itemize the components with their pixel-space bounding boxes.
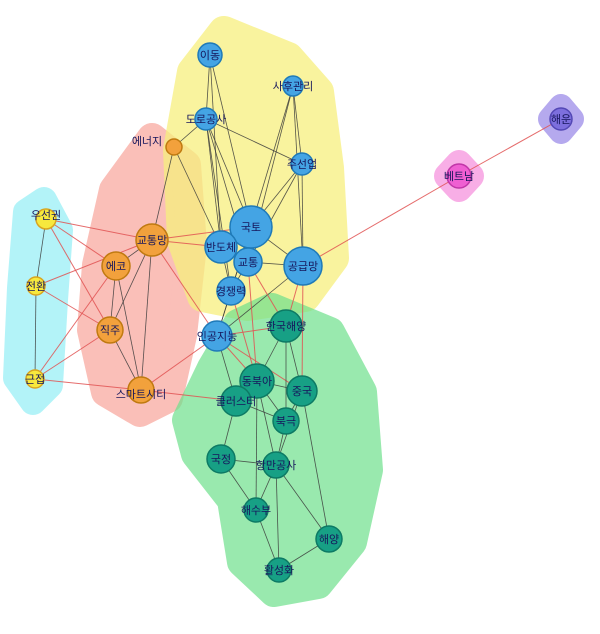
edge-useongwon-jeonhwan xyxy=(35,218,47,287)
node-juseoneop[interactable] xyxy=(290,152,314,176)
edge-gonggeupmang-vietnam xyxy=(302,175,460,267)
node-useongwon[interactable] xyxy=(35,208,57,230)
edge-eco-smartcity xyxy=(115,265,142,391)
node-jeonhwan[interactable] xyxy=(26,276,46,296)
node-hangukhaeyang[interactable] xyxy=(269,309,303,343)
edge-useongwon-gyotongmang xyxy=(45,218,153,241)
node-sahugwanri[interactable] xyxy=(282,75,304,97)
node-haeun[interactable] xyxy=(549,107,573,131)
node-eco[interactable] xyxy=(101,251,131,281)
node-dorogongsa[interactable] xyxy=(194,107,218,131)
edge-sahugwanri-juseoneop xyxy=(292,85,303,165)
edge-jeonhwan-gyotongmang xyxy=(35,239,153,287)
node-smartcity[interactable] xyxy=(127,376,155,404)
edge-smartcity-cluster xyxy=(140,389,237,402)
node-cluster[interactable] xyxy=(220,385,252,417)
node-vietnam[interactable] xyxy=(446,163,472,189)
edge-vietnam-haeun xyxy=(458,118,562,177)
node-hangmangongsa[interactable] xyxy=(262,451,290,479)
edge-sahugwanri-gukto xyxy=(250,85,294,228)
edge-energy-bandoche xyxy=(173,146,222,248)
edge-jeonhwan-geunjeop xyxy=(34,285,37,380)
edge-geunjeop-jikju xyxy=(34,329,111,380)
edge-useongwon-jikju xyxy=(45,218,111,331)
node-hwalseonghwa[interactable] xyxy=(266,557,292,583)
node-gyotong[interactable] xyxy=(233,247,263,277)
node-layer xyxy=(25,42,573,583)
edge-dorogongsa-juseoneop xyxy=(205,118,303,165)
edge-geunjeop-smartcity xyxy=(34,378,142,391)
node-haeyang[interactable] xyxy=(315,525,343,553)
node-idong[interactable] xyxy=(197,42,223,68)
edge-jeonhwan-jikju xyxy=(35,285,111,331)
node-jungguk[interactable] xyxy=(286,375,318,407)
edge-geunjeop-eco xyxy=(34,265,117,380)
edge-dorogongsa-bandoche xyxy=(205,118,222,248)
node-ingongjinung[interactable] xyxy=(201,320,233,352)
edge-gyotongmang-ingongjinung xyxy=(151,239,218,337)
cluster-hull-cyan-cluster xyxy=(3,187,73,415)
node-gukjeong[interactable] xyxy=(206,444,236,474)
edge-sahugwanri-gonggeupmang xyxy=(292,85,304,267)
edge-idong-gukto xyxy=(209,54,252,228)
node-bandoche[interactable] xyxy=(204,230,238,264)
node-gyeongjaengryeok[interactable] xyxy=(216,276,246,306)
cluster-hull-green-cluster xyxy=(172,293,383,607)
node-jikju[interactable] xyxy=(96,316,124,344)
edge-gyotongmang-smartcity xyxy=(140,239,153,391)
node-geunjeop[interactable] xyxy=(25,369,45,389)
edge-jungguk-haeyang xyxy=(301,390,330,540)
edge-dongbuga-haesubu xyxy=(255,380,258,511)
edge-hangmangongsa-haeyang xyxy=(275,464,330,540)
node-bukgeuk[interactable] xyxy=(272,407,300,435)
node-energy[interactable] xyxy=(165,138,183,156)
node-gonggeupmang[interactable] xyxy=(283,246,323,286)
edge-hangmangongsa-hwalseonghwa xyxy=(275,464,280,571)
node-gyotongmang[interactable] xyxy=(135,223,169,257)
node-dongbuga[interactable] xyxy=(239,363,275,399)
node-haesubu[interactable] xyxy=(243,497,269,523)
